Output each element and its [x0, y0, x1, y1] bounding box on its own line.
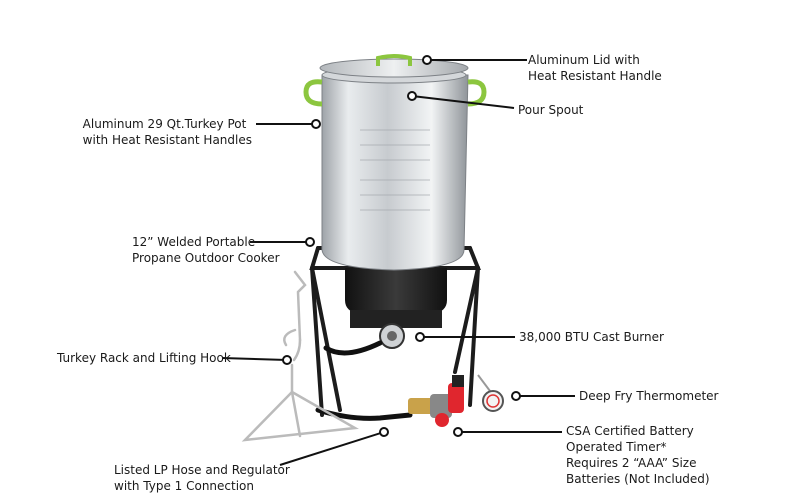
callout-timer-line2: Operated Timer*: [566, 440, 667, 454]
callout-cooker: 12” Welded Portable Propane Outdoor Cook…: [132, 234, 280, 266]
callout-thermometer-line1: Deep Fry Thermometer: [579, 389, 719, 403]
callout-pour-spout-line1: Pour Spout: [518, 103, 584, 117]
leader-hose: [279, 431, 385, 466]
callout-lid-line1: Aluminum Lid with: [528, 53, 640, 67]
marker-thermometer: [511, 391, 521, 401]
callout-pot-line1: Aluminum 29 Qt.Turkey Pot: [82, 117, 247, 131]
turkey-pot: [303, 66, 487, 271]
marker-hose: [379, 427, 389, 437]
leader-rack: [221, 357, 288, 361]
marker-cooker: [305, 237, 315, 247]
callout-rack-line1: Turkey Rack and Lifting Hook: [57, 351, 231, 365]
regulator-timer: [408, 375, 464, 427]
callout-pot: Aluminum 29 Qt.Turkey Pot with Heat Resi…: [83, 116, 252, 148]
callout-pot-line2: with Heat Resistant Handles: [82, 133, 252, 147]
burner-assembly: [345, 268, 447, 349]
callout-hose-line2: with Type 1 Connection: [114, 479, 254, 493]
callout-timer-line4: Batteries (Not Included): [566, 472, 710, 486]
callout-thermometer: Deep Fry Thermometer: [579, 388, 718, 404]
marker-burner: [415, 332, 425, 342]
callout-lid: Aluminum Lid with Heat Resistant Handle: [528, 52, 662, 84]
callout-burner: 38,000 BTU Cast Burner: [519, 329, 664, 345]
pot-lid: [319, 54, 469, 78]
marker-pot: [311, 119, 321, 129]
marker-lid: [422, 55, 432, 65]
callout-cooker-line2: Propane Outdoor Cooker: [132, 251, 280, 265]
callout-hose-line1: Listed LP Hose and Regulator: [114, 463, 290, 477]
callout-timer-line1: CSA Certified Battery: [566, 424, 694, 438]
callout-burner-line1: 38,000 BTU Cast Burner: [519, 330, 664, 344]
callout-lid-line2: Heat Resistant Handle: [528, 69, 662, 83]
lp-hose: [315, 340, 413, 421]
marker-timer: [453, 427, 463, 437]
callout-pour-spout: Pour Spout: [518, 102, 583, 118]
callout-cooker-line1: 12” Welded Portable: [132, 235, 256, 249]
deep-fry-thermometer: [477, 374, 504, 412]
marker-rack: [282, 355, 292, 365]
callout-rack: Turkey Rack and Lifting Hook: [57, 350, 231, 366]
callout-timer: CSA Certified Battery Operated Timer* Re…: [566, 423, 710, 487]
callout-timer-line3: Requires 2 “AAA” Size: [566, 456, 697, 470]
turkey-rack: [241, 270, 359, 442]
marker-pour-spout: [407, 91, 417, 101]
leader-pour-spout: [411, 95, 515, 109]
callout-hose: Listed LP Hose and Regulator with Type 1…: [114, 462, 290, 494]
